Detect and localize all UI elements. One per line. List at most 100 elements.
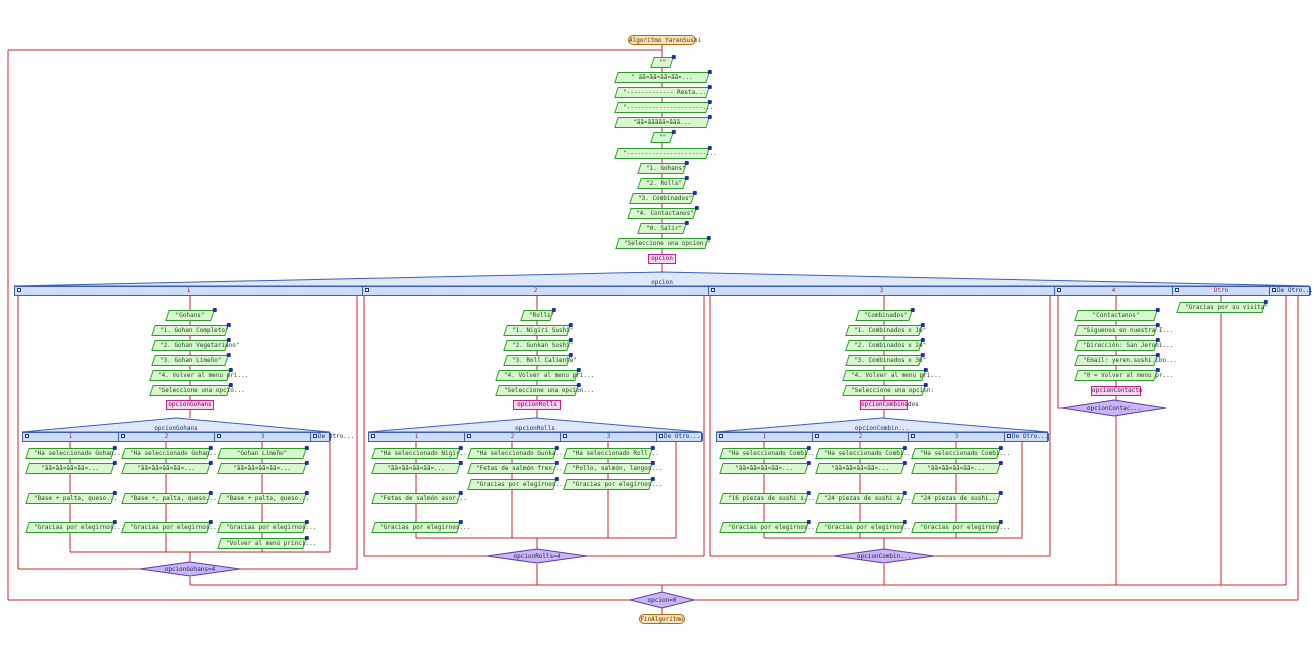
branch3-output-3[interactable]: "3. Combinados x 36"	[845, 353, 926, 366]
branch3-col1-output-2[interactable]: "24 piezas de sushi a...	[815, 491, 911, 504]
case-label-0[interactable]: 1	[15, 287, 363, 295]
branch4-output-2[interactable]: "Dirección: San Jeroni...	[1074, 338, 1173, 351]
branch1-col2-output-1[interactable]: "ãã¤ãã¤ãã¤ãã¤...	[217, 461, 309, 474]
branch1-col2-output-2[interactable]: "Base + palta, queso...	[217, 491, 309, 504]
branch1-col0-output-3[interactable]: "Gracias por elegirnos...	[25, 520, 124, 533]
case-label-0[interactable]: 1	[23, 433, 119, 441]
main-output-2[interactable]: "------------- Resta...	[614, 85, 712, 98]
branch2-col1-output-1[interactable]: "Fetas de salmón frex...	[467, 461, 563, 474]
case-toggle-icon[interactable]	[371, 434, 375, 438]
case-label-5[interactable]: De Otro...	[1270, 287, 1313, 295]
case-label-3[interactable]: De Otro...	[1005, 433, 1049, 441]
branch3-output-0[interactable]: "Combinados"	[855, 308, 915, 321]
case-label-1[interactable]: 2	[465, 433, 561, 441]
main-output-6[interactable]: "----------------------...	[614, 146, 717, 159]
case-label-1[interactable]: 2	[813, 433, 909, 441]
branch2-col0-output-2[interactable]: "Fetas de salmón asor...	[371, 491, 467, 504]
branch4-output-3[interactable]: "Email: yeren.sushi.cbo...	[1074, 353, 1177, 366]
case-toggle-icon[interactable]	[365, 288, 369, 292]
branch3-col2-output-0[interactable]: "Ha seleccionado Combi...	[911, 446, 1010, 459]
branch1-col2-output-3[interactable]: "Gracias por elegirnos...	[217, 520, 316, 533]
branch2-col0-output-3[interactable]: "Gracias por elegirnos...	[371, 520, 470, 533]
main-output-11[interactable]: "0. Salir"	[637, 221, 689, 234]
main-output-0[interactable]: ""	[650, 55, 676, 68]
branch2-output-1[interactable]: "1. Nigiri Sushi"	[503, 323, 573, 336]
case-label-4[interactable]: Otro	[1173, 287, 1270, 295]
case-toggle-icon[interactable]	[1007, 434, 1011, 438]
branch1-col1-output-3[interactable]: "Gracias por elegirnos...	[121, 520, 220, 533]
branch2-col2-output-2[interactable]: "Gracias por elegirnos...	[563, 477, 662, 490]
case-label-2[interactable]: 3	[215, 433, 311, 441]
branch4-output-1[interactable]: "Siguenos en nuestra I...	[1074, 323, 1173, 336]
case-toggle-icon[interactable]	[911, 434, 915, 438]
case-toggle-icon[interactable]	[121, 434, 125, 438]
branch3-col1-output-1[interactable]: "ãã¤ãã¤ãã¤ãã¤...	[815, 461, 907, 474]
branch2-col0-output-0[interactable]: "Ha seleccionado Nigir...	[371, 446, 470, 459]
case-label-1[interactable]: 2	[119, 433, 215, 441]
branch1-output-0[interactable]: "Gohans"	[165, 308, 217, 321]
main-output-8[interactable]: "2. Rolls"	[637, 176, 689, 189]
branch1-input[interactable]: opcionGohans	[166, 400, 214, 410]
branch3-col1-output-0[interactable]: "Ha seleccionado Combi...	[815, 446, 914, 459]
branch2-col0-output-1[interactable]: "ãã¤ãã¤ãã¤ãã¤...	[371, 461, 463, 474]
branch3-output-4[interactable]: "4. Volver al menu pri...	[842, 368, 941, 381]
case-toggle-icon[interactable]	[1175, 288, 1179, 292]
main-output-1[interactable]: " ãã¤ãã¤ãã¤ãã¤...	[614, 70, 712, 83]
case-toggle-icon[interactable]	[711, 288, 715, 292]
case-toggle-icon[interactable]	[467, 434, 471, 438]
case-toggle-icon[interactable]	[659, 434, 663, 438]
branch2-output-0[interactable]: "Rolls"	[520, 308, 556, 321]
branch2-col1-output-0[interactable]: "Ha seleccionado Gunka...	[467, 446, 566, 459]
branch1-col1-output-2[interactable]: "Base +, palta, queso...	[121, 491, 217, 504]
branch3-col0-output-0[interactable]: "Ha seleccionado Combi...	[719, 446, 818, 459]
case-toggle-icon[interactable]	[815, 434, 819, 438]
case-label-3[interactable]: De Otro...	[311, 433, 354, 441]
case-label-3[interactable]: De Otro...	[657, 433, 703, 441]
branch3-col0-output-3[interactable]: "Gracias por elegirnos...	[719, 520, 818, 533]
branch3-col1-output-3[interactable]: "Gracias por elegirnos...	[815, 520, 914, 533]
case-toggle-icon[interactable]	[17, 288, 21, 292]
case-toggle-icon[interactable]	[217, 434, 221, 438]
case-label-3[interactable]: 4	[1055, 287, 1173, 295]
main-output-9[interactable]: "3. Combinados"	[629, 191, 697, 204]
branch1-output-4[interactable]: "4. Volver al menu pri...	[149, 368, 248, 381]
branch1-output-2[interactable]: "2. Gohan Vegetariano"	[151, 338, 239, 351]
branch1-col1-output-1[interactable]: "ãã¤ãã¤ãã¤ãã¤...	[121, 461, 213, 474]
case-label-2[interactable]: 3	[709, 287, 1055, 295]
branch2-col2-output-1[interactable]: "Pollo, salmón, langos...	[563, 461, 662, 474]
case-label-0[interactable]: 1	[369, 433, 465, 441]
branch4-output-4[interactable]: "0 = Volver al menu pr...	[1074, 368, 1173, 381]
branch4-output-0[interactable]: "Contactanos"	[1074, 308, 1160, 321]
branch2-col1-output-2[interactable]: "Gracias por elegirnos...	[467, 477, 566, 490]
branch2-output-2[interactable]: "2. Gunkan Sushi"	[503, 338, 573, 351]
branch3-output-2[interactable]: "2. Combinados x 24"	[845, 338, 926, 351]
case-toggle-icon[interactable]	[1057, 288, 1061, 292]
branch3-col0-output-1[interactable]: "ãã¤ãã¤ãã¤ãã¤...	[719, 461, 811, 474]
branch3-col0-output-2[interactable]: "16 piezas de sushi s...	[719, 491, 815, 504]
branch1-col1-output-0[interactable]: "Ha seleccionado Gohan...	[121, 446, 220, 459]
case-toggle-icon[interactable]	[719, 434, 723, 438]
main-output-5[interactable]: ""	[650, 130, 676, 143]
main-output-10[interactable]: "4. Contactanos"	[627, 206, 699, 219]
branch2-col2-output-0[interactable]: "Ha seleccionado Roll...	[563, 446, 659, 459]
main-output-4[interactable]: "ãã¤ããããã¤ããã...	[614, 115, 712, 128]
other-output-0[interactable]: "Gracias por su visita"	[1176, 300, 1268, 313]
branch2-output-5[interactable]: "Seleccione una opcion...	[495, 383, 594, 396]
branch1-output-5[interactable]: "Seleccione una opció...	[149, 383, 245, 396]
main-output-7[interactable]: "1. Gohans"	[637, 161, 689, 174]
branch4-input[interactable]: opcionContacto	[1091, 386, 1143, 396]
main-output-3[interactable]: "---------------------...	[614, 100, 713, 113]
case-toggle-icon[interactable]	[313, 434, 317, 438]
case-toggle-icon[interactable]	[563, 434, 567, 438]
branch2-output-4[interactable]: "4. Volver al menu pri...	[495, 368, 594, 381]
case-label-2[interactable]: 3	[909, 433, 1005, 441]
case-label-1[interactable]: 2	[363, 287, 709, 295]
branch1-output-3[interactable]: "3. Gohan Limeño"	[151, 353, 231, 366]
main-input-opcion[interactable]: opcion	[648, 254, 676, 264]
case-toggle-icon[interactable]	[25, 434, 29, 438]
branch2-input[interactable]: opcionRolls	[513, 400, 561, 410]
algorithm-start-terminal[interactable]: Algoritmo YarenSushi	[628, 35, 702, 45]
branch3-input[interactable]: opcionCombinados	[860, 400, 919, 410]
branch1-col0-output-1[interactable]: "ãã¤ãã¤ãã¤ãã¤...	[25, 461, 117, 474]
branch3-output-1[interactable]: "1. Combinados x 16"	[845, 323, 926, 336]
